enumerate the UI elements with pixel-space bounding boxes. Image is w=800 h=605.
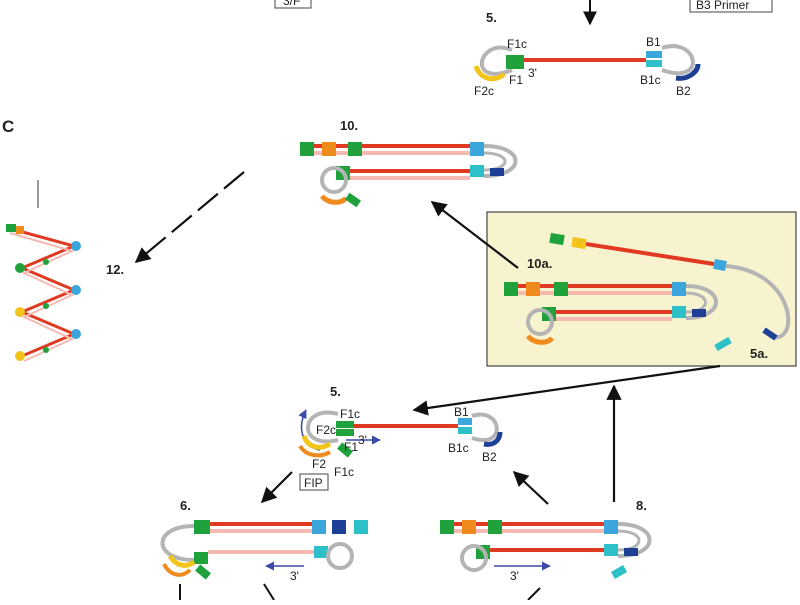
b2-label-mid: B2	[482, 450, 497, 464]
panel-10a: 10a. 5a.	[486, 211, 797, 367]
structure-6: 6. 3'	[160, 498, 368, 601]
top-left-primer-box: 3/F	[274, 0, 312, 9]
f1-label-top: F1	[509, 73, 523, 87]
stage-6-label: 6.	[180, 498, 191, 513]
b2-label-top: B2	[676, 84, 691, 98]
stage-5-mid-label: 5.	[330, 384, 341, 399]
stage-12-label: 12.	[106, 262, 124, 277]
structure-12: 12.	[6, 180, 124, 362]
arrow-5a-to-5	[412, 364, 721, 416]
structure-10: 10.	[300, 118, 518, 208]
arrow-10a-to-10	[430, 201, 519, 269]
fip-label: FIP	[304, 476, 323, 490]
three-prime-label-top: 3'	[528, 66, 537, 80]
f2c-label-mid: F2c	[316, 423, 336, 437]
f1-label-mid: F1	[344, 440, 358, 454]
stage-5a-label: 5a.	[750, 346, 768, 361]
stage-8-label: 8.	[636, 498, 647, 513]
structure-5-top: 5. F1c F1 3' F2c B1 B1c B2	[473, 10, 701, 98]
b1-label-top: B1	[646, 35, 661, 49]
f2c-label-top: F2c	[474, 84, 494, 98]
arrow-5-to-6	[260, 471, 293, 504]
stage-5-top-label: 5.	[486, 10, 497, 25]
arrow-8-to-5	[512, 470, 549, 505]
b1-label-mid: B1	[454, 405, 469, 419]
b1c-label-mid: B1c	[448, 441, 469, 455]
three-prime-label-6: 3'	[290, 569, 299, 583]
arrow-10-to-12	[134, 171, 245, 263]
top-left-box-label: 3/F	[283, 0, 300, 8]
three-prime-label-8: 3'	[510, 569, 519, 583]
stage-10a-label: 10a.	[527, 256, 552, 271]
b1c-label-top: B1c	[640, 73, 661, 87]
f1c-primer-label-mid: F1c	[334, 465, 354, 479]
fip-box	[299, 473, 329, 491]
f1c-label-top: F1c	[507, 37, 527, 51]
structure-8: 8. 3'	[440, 498, 652, 601]
section-c-label: C	[2, 117, 14, 136]
f1c-label-mid: F1c	[340, 407, 360, 421]
stage-10-label: 10.	[340, 118, 358, 133]
b3-primer-label: B3 Primer	[696, 0, 749, 12]
f2-label-mid: F2	[312, 457, 326, 471]
three-prime-label-mid: 3'	[358, 433, 367, 447]
structure-5-mid: 5. F1c F2c F1 3' F2 F1c B1 B1c B2 FIP	[298, 384, 503, 491]
top-right-primer-box: B3 Primer	[689, 0, 773, 13]
